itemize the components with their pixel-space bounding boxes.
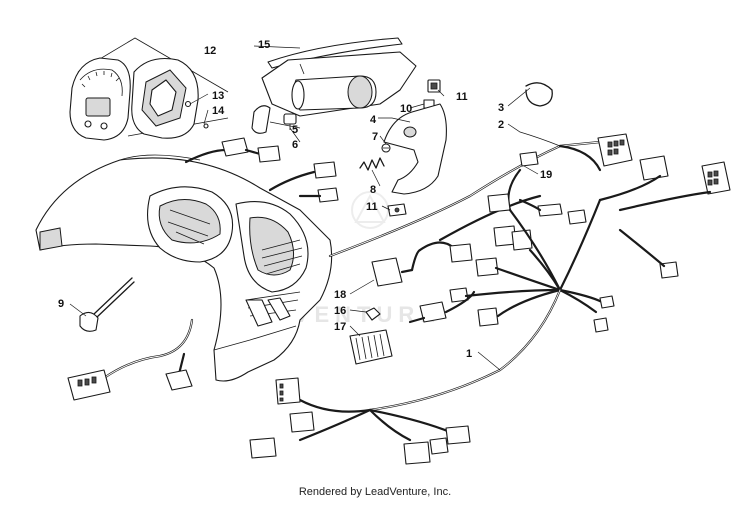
bulb-6 bbox=[283, 113, 297, 130]
left-sub-harness bbox=[67, 318, 194, 401]
callout-14: 14 bbox=[212, 105, 225, 117]
callout-1: 1 bbox=[466, 348, 472, 360]
connector-cluster-right bbox=[558, 133, 731, 279]
callout-16: 16 bbox=[334, 305, 346, 317]
gauge-connectors bbox=[184, 137, 339, 203]
watermark-emblem bbox=[351, 191, 389, 229]
clip-11-upper bbox=[427, 79, 441, 93]
headlight-bracket-panel bbox=[261, 51, 417, 117]
headlight-cover-4 bbox=[383, 103, 447, 195]
callout-2: 2 bbox=[498, 119, 504, 131]
bulb-socket-5 bbox=[251, 105, 271, 134]
clip-11-lower bbox=[387, 203, 407, 217]
callout-13: 13 bbox=[212, 90, 224, 102]
callout-9: 9 bbox=[58, 298, 64, 310]
callout-18: 18 bbox=[334, 289, 346, 301]
bolt-9 bbox=[79, 277, 135, 332]
callout-15: 15 bbox=[258, 39, 270, 51]
render-credit: Rendered by LeadVenture, Inc. bbox=[298, 486, 452, 498]
callout-3: 3 bbox=[498, 102, 504, 114]
retaining-ring-3 bbox=[525, 82, 553, 107]
callout-10: 10 bbox=[400, 103, 412, 115]
callout-11-upper: 11 bbox=[456, 91, 468, 103]
callout-4: 4 bbox=[370, 114, 377, 126]
dash-console-body bbox=[35, 154, 333, 382]
callout-6: 6 bbox=[292, 139, 298, 151]
callout-7: 7 bbox=[372, 131, 378, 143]
regulator-17 bbox=[349, 329, 393, 365]
nut-16 bbox=[365, 307, 381, 321]
callout-labels: 1 2 3 4 5 6 7 8 9 10 11 11 12 13 14 15 1… bbox=[58, 39, 552, 360]
gauge-assembly bbox=[69, 37, 229, 141]
spring-8 bbox=[359, 157, 385, 171]
callout-8: 8 bbox=[370, 184, 376, 196]
callout-11-lower: 11 bbox=[366, 201, 378, 213]
callout-12: 12 bbox=[204, 45, 216, 57]
leader-lines bbox=[69, 45, 561, 371]
center-harness-branches bbox=[371, 151, 615, 333]
callout-5: 5 bbox=[292, 124, 298, 136]
screw-7 bbox=[381, 143, 391, 153]
callout-17: 17 bbox=[334, 321, 346, 333]
callout-19: 19 bbox=[540, 169, 552, 181]
